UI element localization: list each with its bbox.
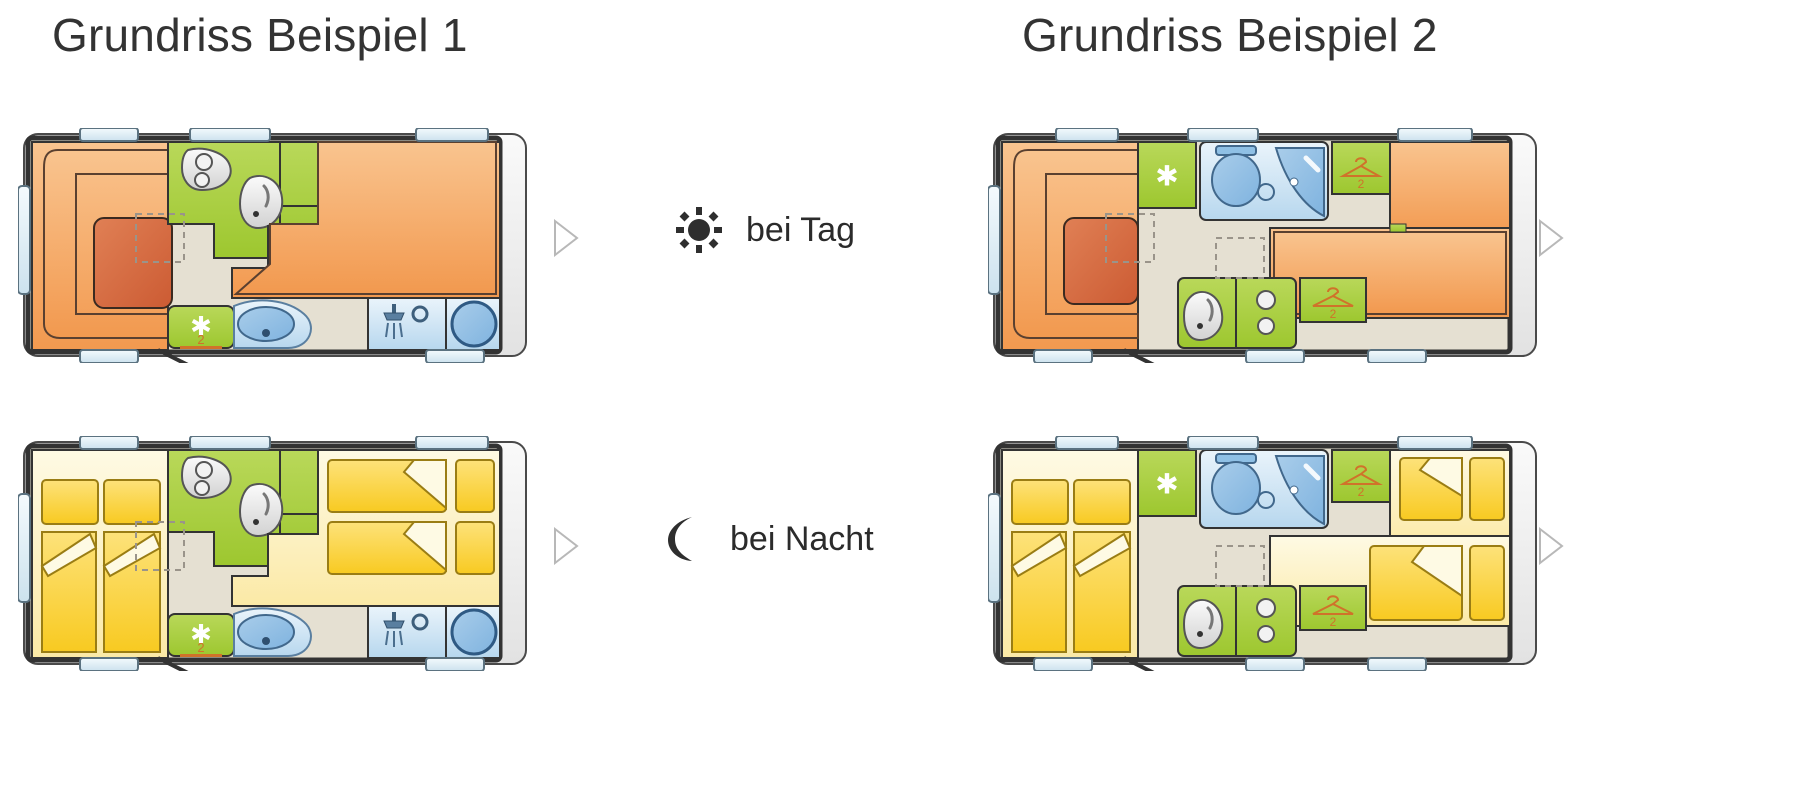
hanger-icon bbox=[1339, 465, 1383, 485]
next-arrow-bottom-right[interactable] bbox=[1538, 526, 1564, 566]
snowflake-icon: ✱ bbox=[1155, 160, 1178, 191]
wardrobe-badge: 2 bbox=[1358, 485, 1365, 499]
hanger-icon bbox=[1339, 157, 1383, 177]
snowflake-icon: ✱ bbox=[1155, 468, 1178, 499]
hanger-icon bbox=[1312, 595, 1354, 615]
floorplan-plan-2-day[interactable]: ✱ 2 bbox=[987, 127, 1548, 368]
legend-night: bei Nacht bbox=[662, 515, 874, 563]
fridge-badge: 2 bbox=[197, 332, 204, 347]
next-arrow-bottom-left[interactable] bbox=[553, 526, 579, 566]
legend-day: bei Tag bbox=[676, 207, 855, 253]
shower-icon bbox=[383, 612, 405, 647]
wardrobe-badge: 2 bbox=[1330, 615, 1337, 629]
snowflake-icon: ✱ bbox=[190, 311, 212, 341]
legend-night-label: bei Nacht bbox=[730, 519, 874, 558]
next-arrow-top-right[interactable] bbox=[1538, 218, 1564, 258]
floorplan-plan-1-night[interactable]: ✱ 2 bbox=[17, 435, 538, 676]
floorplan-plan-1-day[interactable]: ✱ 2 bbox=[17, 127, 538, 368]
page-title-plan-2: Grundriss Beispiel 2 bbox=[1022, 9, 1438, 61]
hanger-icon bbox=[1312, 287, 1354, 307]
sun-icon bbox=[676, 207, 722, 253]
shower-icon bbox=[383, 304, 405, 339]
next-arrow-top-left[interactable] bbox=[553, 218, 579, 258]
wardrobe-badge: 2 bbox=[1330, 307, 1337, 321]
snowflake-icon: ✱ bbox=[190, 619, 212, 649]
floorplan-plan-2-night[interactable]: ✱ 2 bbox=[987, 435, 1548, 676]
legend-day-label: bei Tag bbox=[746, 210, 856, 249]
fridge-badge: 2 bbox=[197, 640, 204, 655]
wardrobe-badge: 2 bbox=[1358, 177, 1365, 191]
moon-icon bbox=[662, 515, 706, 563]
page-title-plan-1: Grundriss Beispiel 1 bbox=[52, 9, 468, 61]
